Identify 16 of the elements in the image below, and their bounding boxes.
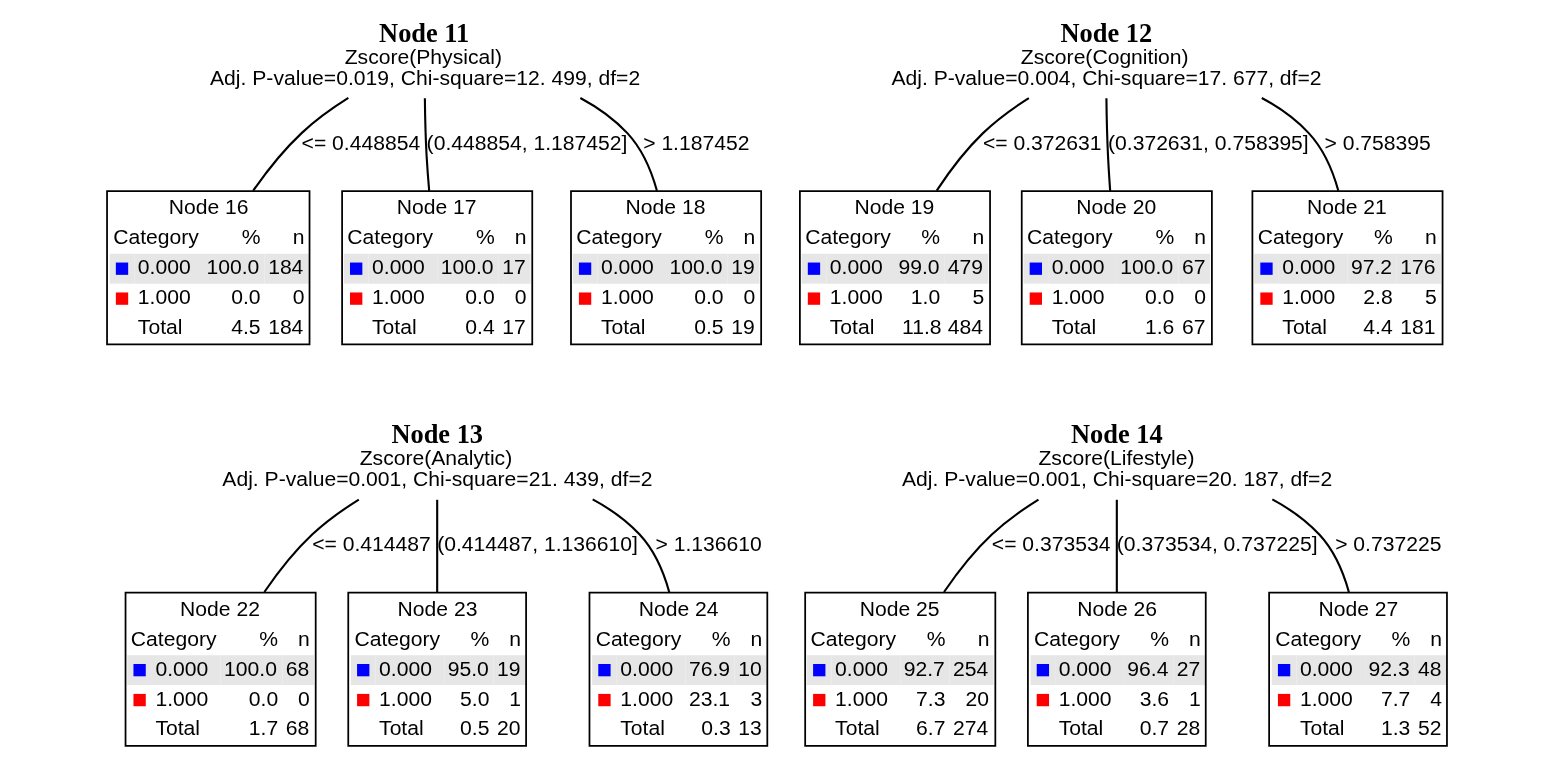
edge-label: > 1.136610 — [655, 532, 762, 556]
node-text: Node 11 Zscore(Physical) Adj. P-value=0.019, Chi-square=12. 499, df=2 — [209, 17, 640, 89]
node-text: Node 14 Zscore(Lifestyle) Adj. P-value=0.001, Chi-square=20. 187, df=2 — [901, 419, 1332, 491]
edge-label: > 0.758395 — [1324, 131, 1431, 155]
edge-label: (0.448854, 1.187452] — [426, 131, 627, 155]
node-text: Node 13 Zscore(Analytic) Adj. P-value=0.001, Chi-square=21. 439, df=2 — [221, 419, 652, 491]
edge-label: (0.414487, 1.136610] — [436, 532, 638, 556]
edge-label: > 1.187452 — [642, 131, 749, 155]
edge-label: (0.372631, 0.758395] — [1107, 131, 1309, 155]
edge-label: <= 0.372631 — [982, 131, 1102, 155]
edge-label: <= 0.414487 — [311, 532, 431, 556]
node-text: Node 12 Zscore(Cognition) Adj. P-value=0.004, Chi-square=17. 677, df=2 — [890, 17, 1322, 89]
edge-label: <= 0.448854 — [301, 131, 420, 155]
edge-label: > 0.737225 — [1334, 532, 1441, 556]
edge-label: (0.373534, 0.737225] — [1116, 532, 1318, 556]
edge-label: <= 0.373534 — [991, 532, 1110, 556]
